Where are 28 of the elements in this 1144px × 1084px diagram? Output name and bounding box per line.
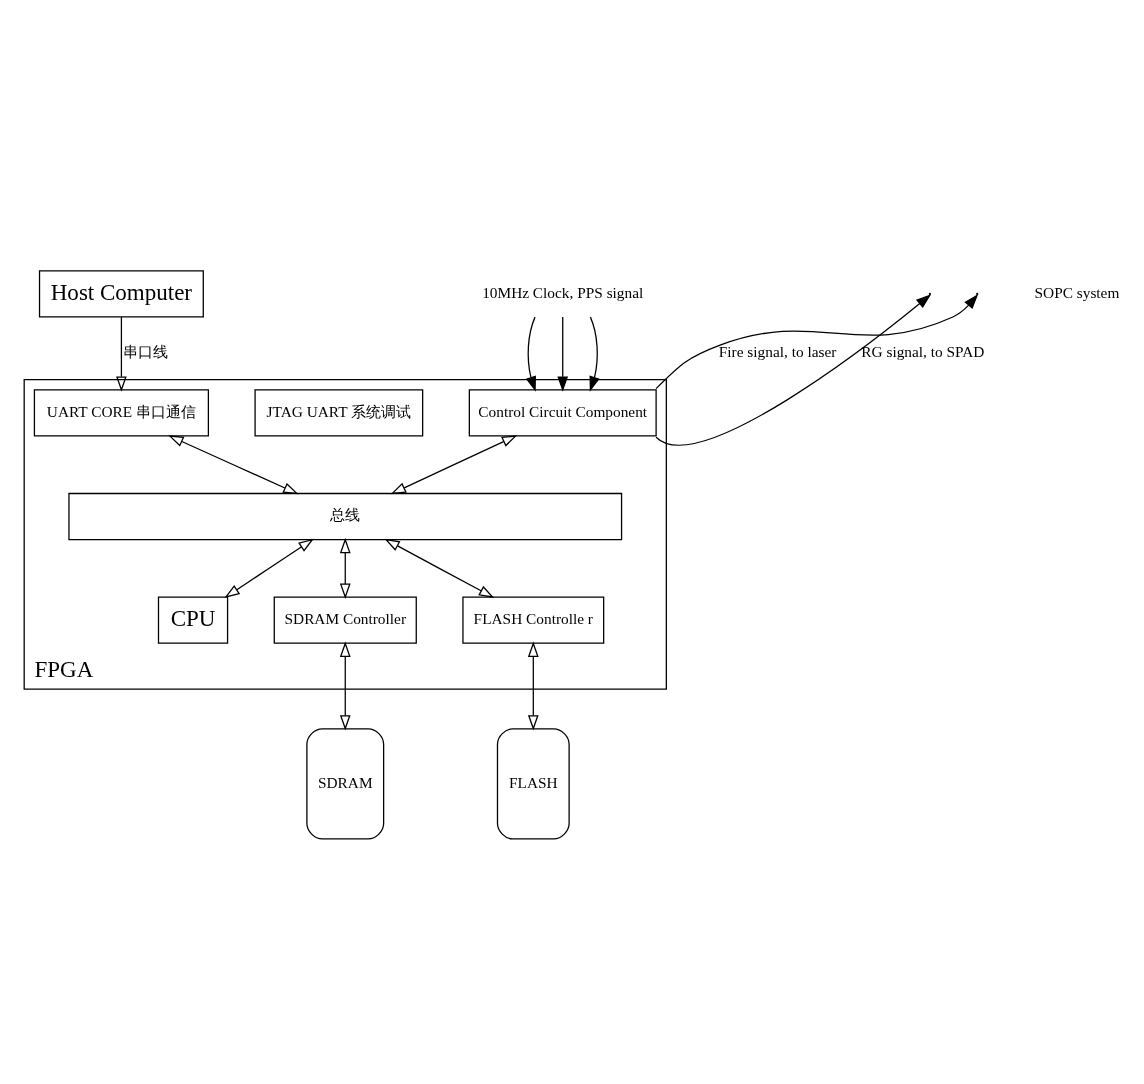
label: SOPC system [1034,283,1120,301]
node-box: UART CORE 串口通信 [33,388,210,437]
arrow [589,316,600,392]
node-box: 总线 [68,492,623,540]
arrow [655,293,979,389]
node-box: SDRAM Controller [273,596,417,644]
arrow [525,316,536,392]
arrow [557,316,569,392]
arrow [224,538,314,598]
arrow [390,434,518,494]
arrow [527,641,539,730]
node-text: 10MHz Clock, PPS signal [482,283,644,301]
node-box: Host Computer [38,269,204,318]
edge-label: RG signal, to SPAD [861,342,985,360]
edge-label: Fire signal, to laser [718,342,837,360]
arrow [339,641,351,730]
node-box: FLASH [496,727,570,839]
node-box: Control Circuit Component [468,388,657,437]
arrow [168,434,299,494]
node-box: CPU [157,596,229,644]
arrow [655,293,932,445]
arrow [384,538,495,598]
arrow [339,537,351,599]
node-box: SDRAM [306,727,385,839]
node-box: JTAG UART 系统调试 [254,388,424,437]
edge-label: 串口线 [122,342,168,360]
arrow [116,316,127,392]
node-box: FLASH Controlle r [462,596,605,644]
